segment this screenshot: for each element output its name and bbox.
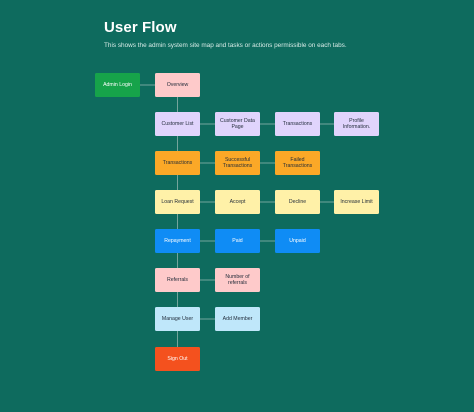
page-subtitle: This shows the admin system site map and…	[104, 42, 347, 49]
node-customer-data-page: Customer Data Page	[215, 112, 260, 136]
node-failed-transactions: Failed Transactions	[275, 151, 320, 175]
node-manage-user: Manage User	[155, 307, 200, 331]
node-loan-request: Loan Request	[155, 190, 200, 214]
node-add-member: Add Member	[215, 307, 260, 331]
page-title: User Flow	[104, 19, 177, 36]
node-decline: Decline	[275, 190, 320, 214]
node-repayment: Repayment	[155, 229, 200, 253]
node-transactions: Transactions	[155, 151, 200, 175]
node-profile-information: Profile Information.	[334, 112, 379, 136]
node-transactions-customer: Transactions	[275, 112, 320, 136]
node-sign-out: Sign Out	[155, 347, 200, 371]
node-referrals: Referrals	[155, 268, 200, 292]
node-unpaid: Unpaid	[275, 229, 320, 253]
node-overview: Overview	[155, 73, 200, 97]
node-number-of-referrals: Number of referrals	[215, 268, 260, 292]
node-paid: Paid	[215, 229, 260, 253]
node-admin-login: Admin Login	[95, 73, 140, 97]
node-increase-limit: Increase Limit	[334, 190, 379, 214]
node-accept: Accept	[215, 190, 260, 214]
node-customer-list: Customer List	[155, 112, 200, 136]
node-successful-transactions: Successful Transactions	[215, 151, 260, 175]
